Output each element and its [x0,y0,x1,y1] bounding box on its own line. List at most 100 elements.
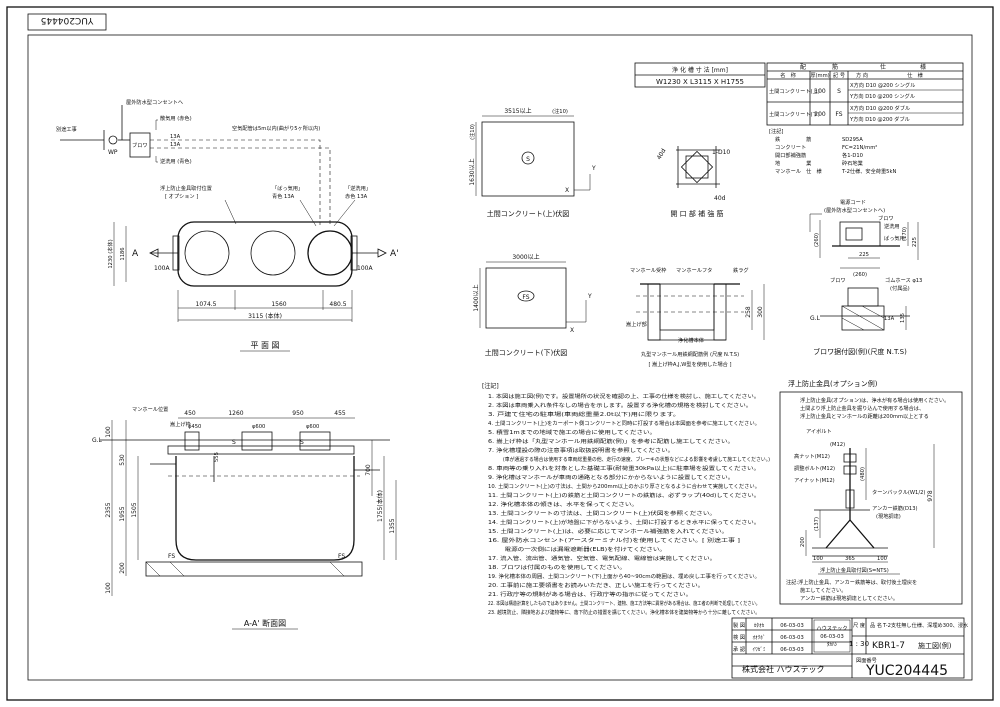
tank-section-body [175,456,355,561]
rebar-note-4-label: 地 業 [775,159,811,167]
blower-260b: (260) [853,272,867,278]
note-item: 電源の一次側には漏電遮断器(ELB)を付けてください。 [498,545,666,553]
tb-stamp-2: 06-03-03 [820,634,844,640]
sec-d100a: 100 [105,426,112,438]
float-l6: ターンバックル(W1/2) [872,488,925,496]
corner-stamp-box [27,13,107,31]
float-d365: 365 [845,556,855,562]
tb-r1c2: ｶﾀｵｶ [754,622,765,629]
slab-upper: S 3515以上 (注10) 1630以上 (注10) X Y 土間コンクリート… [468,107,596,218]
sec-1260: 1260 [228,410,243,417]
tb-stamp-1: ハウステック [816,624,847,632]
blower-label-2: ブロワ [830,276,846,284]
tb-r1c3: 06-03-03 [780,623,804,629]
tb-name-label: 品 名 [870,621,882,629]
aeration-label: 「ばっ気用」 [272,184,303,192]
rebar-note-2-value: FC=21N/mm² [842,145,877,151]
slab-lower: FS 3000以上 1400以上 X Y 土間コンクリート(下)伏図 [472,253,592,357]
slab-lower-x: X [570,327,574,334]
sec-phi600b: φ600 [306,424,319,430]
tb-model: KBR1-7 [872,641,905,651]
notes-header: [注記] [482,382,499,390]
note-item: 17. 流入管、流出管、通気管、空気管、電気配線、電線管は実施してください。 [488,554,716,562]
manhole-300: 300 [757,306,764,318]
note-item: 10. 土間コンクリート(上)の寸法は、土間から200mm以上のかぶり厚さとなる… [488,482,760,490]
rebar-note-3-label: 開口部補強筋 [775,151,806,159]
corner-stamp: YUC204445 [41,15,95,25]
wp-outlet-icon [108,135,118,145]
slab-upper-x: X [565,187,569,194]
rebar-note-4-value: 砕石地業 [842,159,863,167]
section-mark-a: A [132,249,139,259]
sec-d700: 700 [365,464,372,476]
manhole-2-plan [250,230,296,276]
float-note-1: 浮上防止金具(オプション)は、浄水が有る場合は使用ください。 [800,396,949,404]
float-d137: (137) [814,517,820,531]
sec-d2355: 2355 [105,502,112,517]
sec-450: 450 [184,410,196,417]
air-sparge-label: 散気用 (赤色) [160,114,192,122]
tb-name-spec: T-2支柱無し仕様、深埋め300、浸水 [882,621,969,629]
rebar-note-5-label: マンホール 仕 様 [775,167,823,175]
blower-hose: ゴムホース φ13 [885,276,922,284]
sec-d1955: 1955 [119,506,126,521]
sec-d1355: 1355 [389,518,396,533]
float-l8: (現地調達) [876,512,901,520]
rebar-title-3: 仕 [880,63,886,71]
float-fitting: 浮上防止金具(オプション例) 浮上防止金具(オプション)は、浄水が有る場合は使用… [779,379,963,605]
manhole-label-4: 嵩上げ部 [626,320,647,328]
sec-455: 455 [334,410,346,417]
note-item: 3. 戸建て住宅の駐車場(車両総重量2.0t以下)用に限ります。 [488,410,680,418]
float-option-label: [ オプション ] [165,193,198,200]
sec-fs1: FS [168,553,175,560]
rebar-title-4: 様 [920,63,926,71]
opening-title: 開 口 部 補 強 筋 [670,209,723,218]
separate-work-label: 別途工事 [56,125,77,133]
backwash-label: 逆洗用 (青色) [160,157,192,165]
manhole-1-plan [184,230,230,276]
manhole-detail: マンホール受枠 マンホールフタ 鉄ラグ 嵩上げ部 浄化槽本体 258 300 丸… [626,266,765,368]
inlet-arrow-icon [149,248,159,258]
float-remark-2: 施工してください。 [800,586,846,594]
sec-s2: S [300,439,304,446]
sec-s1: S [232,439,236,446]
rebar-row1-thk: 100 [814,88,826,95]
slab-lower-title: 土間コンクリート(下)伏図 [485,348,567,357]
rebar-row2-spec2: Y方向 D10 @200 ダブル [849,115,910,123]
rebar-table: 配 筋 仕 様 名 称 厚(mm) 記 号 方 向 仕 様 土間コンクリート(上… [766,62,964,175]
blower-225h: 225 [912,237,918,247]
tb-r2c2: ｵｵｸﾎﾞ [753,634,766,641]
sec-d100b: 100 [105,582,112,594]
blower-170: (170) [902,227,908,241]
tb-number-label: 図面番号 [856,657,877,664]
slab-upper-h: 1630以上 [468,158,476,185]
blower-13a: 13A [884,316,895,322]
float-scale: 浮上防止金具取付図(S=NTS) [820,566,889,574]
rebar-h-dir: 方 向 [856,71,868,79]
float-l3: 高ナット(M12) [794,452,830,460]
rebar-note-1-label: 鉄 筋 [775,135,811,143]
sec-d1505: 1505 [131,502,138,517]
tank-size-value: W1230 X L3115 X H1755 [656,78,744,86]
tb-number: YUC204445 [865,663,948,679]
tb-r2c1: 検 図 [733,633,745,641]
sec-phi450: φ450 [188,424,201,430]
manhole-label-1: マンホール受枠 [630,266,666,274]
aeration-label-2: 青色 13A [272,192,295,200]
tb-scale: 1 : 30 [849,640,869,648]
blower-aeration: ばっ気用 [884,234,905,242]
manhole-label-5: 浄化槽本体 [678,336,705,344]
pipe-length-note: 空気配管は5m以内(曲がり5ヶ所以内) [232,124,320,132]
section-title: A-A' 断面図 [244,618,286,628]
dim-1074: 1074.5 [196,301,217,308]
dim-3115: 3115 (本体) [248,312,282,320]
blower-225w: 225 [859,252,869,258]
blower-label: ブロワ [132,141,148,149]
manhole-title: 丸型マンホール用鉄網配筋例 (尺度 N.T.S) [641,350,739,358]
float-title: 浮上防止金具(オプション例) [788,379,878,388]
rebar-title-2: 筋 [832,63,838,71]
sec-d200: 200 [119,562,126,574]
float-d200: 200 [800,537,806,547]
note-item: 9. 浄化槽はマンホールが車両の通路となる部分にかからないように設置してください… [488,473,734,481]
float-d978: 978 [927,490,934,502]
